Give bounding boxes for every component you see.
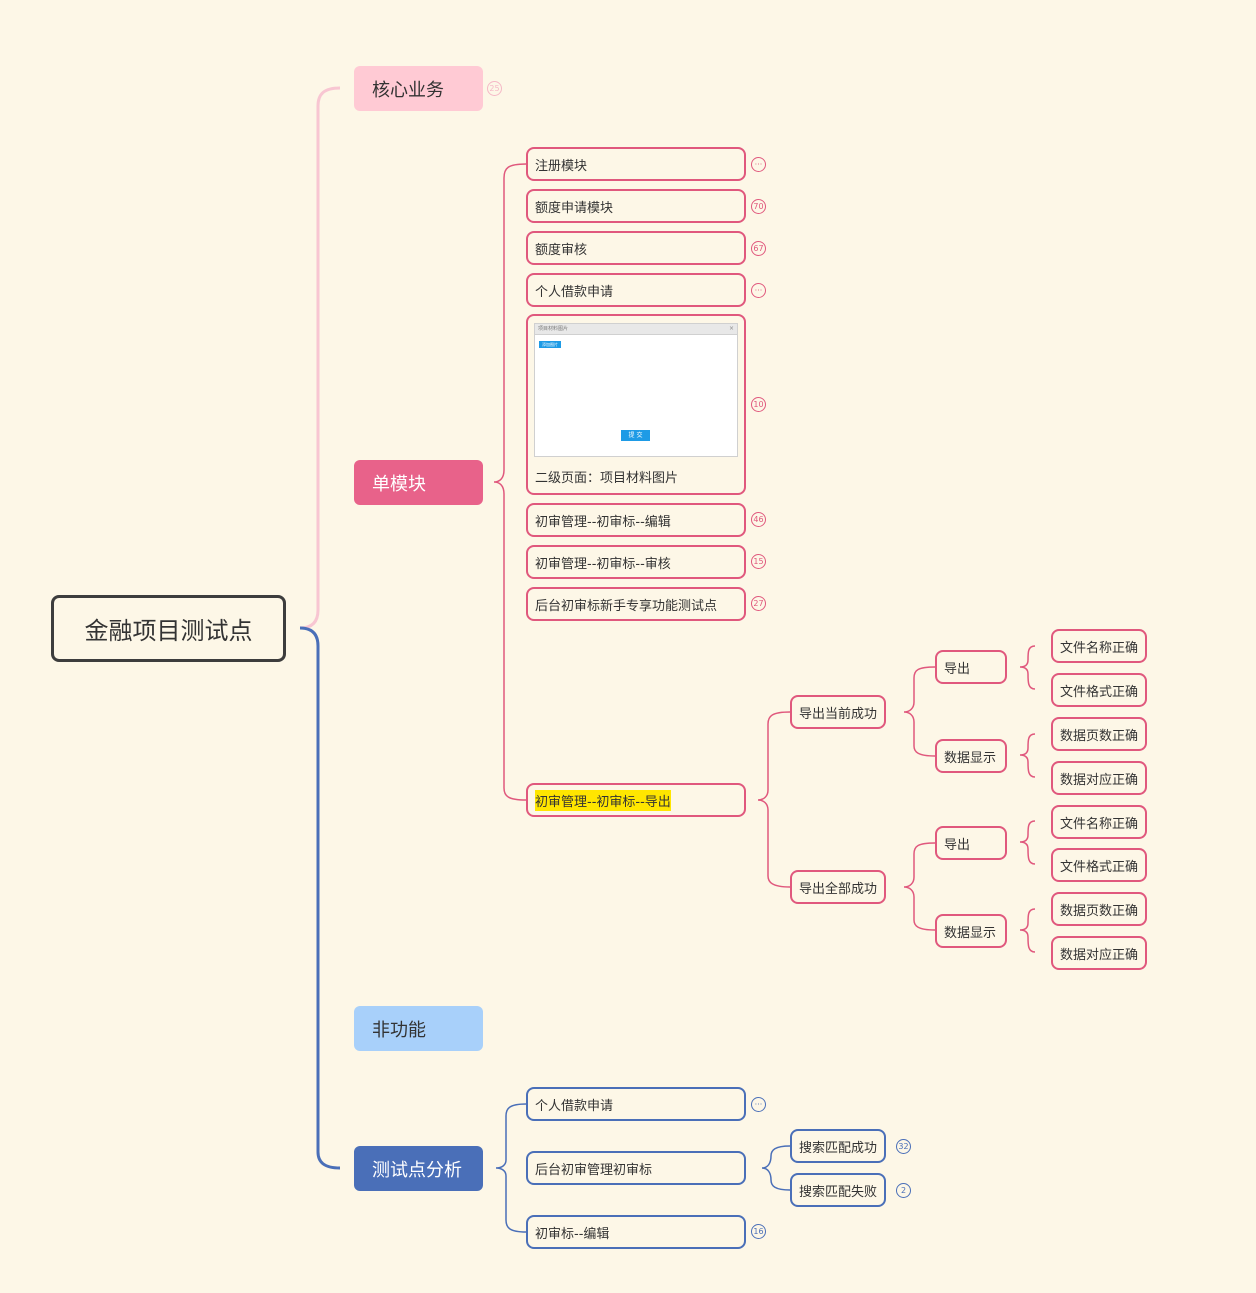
count-badge[interactable]: 70 xyxy=(751,199,766,214)
topic-file-format-correct[interactable]: 文件格式正确 xyxy=(1051,848,1148,882)
topic-analysis-personal-loan[interactable]: 个人借款申请 xyxy=(526,1087,746,1121)
image-caption: 二级页面：项目材料图片 xyxy=(535,471,679,486)
connector-root-bottom xyxy=(299,626,341,1170)
count-badge[interactable]: 15 xyxy=(751,554,766,569)
brace-export xyxy=(757,711,791,888)
topic-export[interactable]: 导出 xyxy=(935,826,1007,860)
brace-a1 xyxy=(1019,820,1036,865)
branch-single-module[interactable]: 单模块 xyxy=(354,460,483,505)
brace-c2 xyxy=(1019,733,1036,778)
highlighted-label: 初审管理--初审标--导出 xyxy=(535,789,671,811)
topic-first-review-export[interactable]: 初审管理--初审标--导出 xyxy=(526,783,746,817)
thumb-titlebar: 项目材料图片 × xyxy=(535,324,737,335)
topic-file-format-correct[interactable]: 文件格式正确 xyxy=(1051,673,1148,707)
count-badge[interactable]: 46 xyxy=(751,512,766,527)
topic-file-name-correct[interactable]: 文件名称正确 xyxy=(1051,805,1148,839)
thumb-submit-button: 提 交 xyxy=(621,430,650,441)
topic-data-display[interactable]: 数据显示 xyxy=(935,739,1007,773)
brace-single xyxy=(493,163,527,801)
count-badge[interactable]: 27 xyxy=(751,596,766,611)
topic-page-count-correct[interactable]: 数据页数正确 xyxy=(1051,892,1148,926)
topic-limit-review[interactable]: 额度审核 xyxy=(526,231,746,265)
topic-page-count-correct[interactable]: 数据页数正确 xyxy=(1051,717,1148,751)
topic-export-all[interactable]: 导出全部成功 xyxy=(790,870,887,904)
topic-material-image[interactable]: 项目材料图片 × 添加图片 提 交 二级页面：项目材料图片 xyxy=(526,314,746,495)
root-topic[interactable]: 金融项目测试点 xyxy=(51,595,286,662)
collapsed-badge[interactable]: ··· xyxy=(751,157,766,172)
brace-current xyxy=(903,666,936,757)
collapsed-badge[interactable]: ··· xyxy=(751,1097,766,1112)
count-badge[interactable]: 16 xyxy=(751,1224,766,1239)
count-badge[interactable]: 32 xyxy=(896,1139,911,1154)
topic-data-display[interactable]: 数据显示 xyxy=(935,914,1007,948)
connector-root-top xyxy=(299,86,341,630)
topic-data-match-correct[interactable]: 数据对应正确 xyxy=(1051,936,1148,970)
topic-file-name-correct[interactable]: 文件名称正确 xyxy=(1051,629,1148,663)
topic-export[interactable]: 导出 xyxy=(935,650,1007,684)
collapsed-badge[interactable]: ··· xyxy=(751,283,766,298)
brace-analysis xyxy=(495,1103,527,1233)
branch-test-analysis[interactable]: 测试点分析 xyxy=(354,1146,483,1191)
count-badge[interactable]: 10 xyxy=(751,397,766,412)
topic-data-match-correct[interactable]: 数据对应正确 xyxy=(1051,761,1148,795)
thumb-add-button: 添加图片 xyxy=(539,341,561,348)
brace-a2 xyxy=(1019,908,1036,953)
topic-first-review-audit[interactable]: 初审管理--初审标--审核 xyxy=(526,545,746,579)
count-badge[interactable]: 67 xyxy=(751,241,766,256)
topic-personal-loan[interactable]: 个人借款申请 xyxy=(526,273,746,307)
count-badge[interactable]: 2 xyxy=(896,1183,911,1198)
topic-first-review-edit[interactable]: 初审标--编辑 xyxy=(526,1215,746,1249)
topic-newbie-exclusive[interactable]: 后台初审标新手专享功能测试点 xyxy=(526,587,746,621)
brace-c1 xyxy=(1019,645,1036,690)
brace-all xyxy=(903,842,936,931)
topic-export-current[interactable]: 导出当前成功 xyxy=(790,695,887,729)
brace-search xyxy=(761,1145,791,1191)
thumb-title: 项目材料图片 xyxy=(538,326,569,332)
topic-first-review-edit[interactable]: 初审管理--初审标--编辑 xyxy=(526,503,746,537)
topic-limit-apply[interactable]: 额度申请模块 xyxy=(526,189,746,223)
branch-non-functional[interactable]: 非功能 xyxy=(354,1006,483,1051)
topic-search-success[interactable]: 搜索匹配成功 xyxy=(790,1129,887,1163)
topic-search-fail[interactable]: 搜索匹配失败 xyxy=(790,1173,887,1207)
screenshot-thumbnail: 项目材料图片 × 添加图片 提 交 xyxy=(534,323,738,457)
topic-register-module[interactable]: 注册模块 xyxy=(526,147,746,181)
topic-backend-first-review[interactable]: 后台初审管理初审标 xyxy=(526,1151,746,1185)
close-icon: × xyxy=(728,325,734,332)
branch-core-business[interactable]: 核心业务 xyxy=(354,66,483,111)
core-count-badge[interactable]: 25 xyxy=(487,81,502,96)
